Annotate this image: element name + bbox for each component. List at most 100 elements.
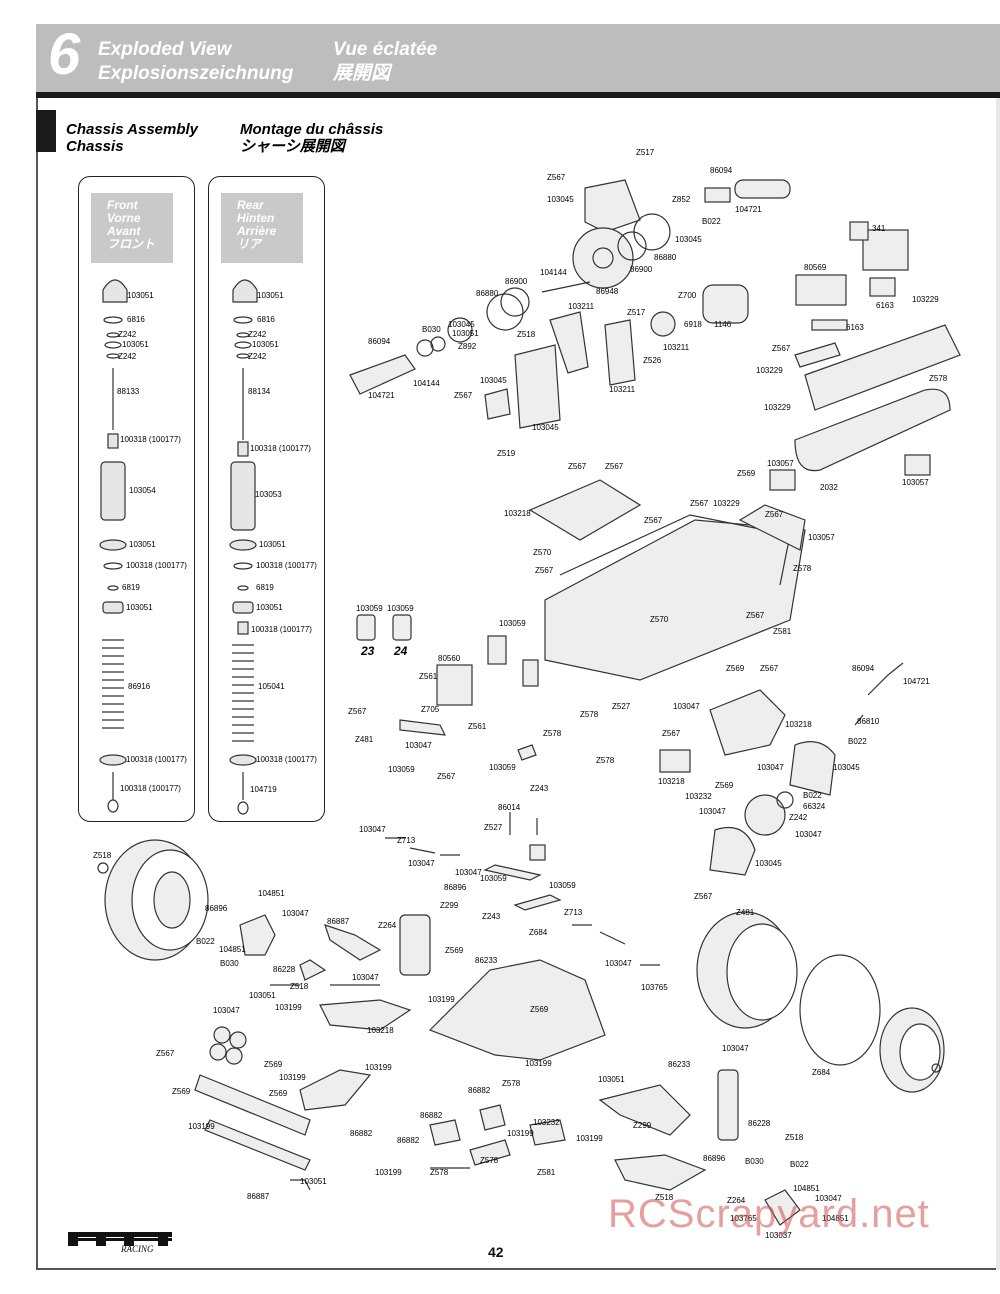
part-label: 103211 — [609, 385, 636, 394]
part-label: 103045 — [547, 195, 574, 204]
subheader-jp: シャーシ展開図 — [240, 138, 345, 155]
part-label: Z243 — [530, 784, 549, 793]
part-label: 103045 — [532, 423, 559, 432]
part-label: 86887 — [327, 917, 350, 926]
watermark: RCScrapyard.net — [608, 1192, 930, 1236]
part-label: Z264 — [378, 921, 397, 930]
subheader-bar — [36, 110, 56, 152]
part-label: 103211 — [663, 343, 690, 352]
part-label: Z518 — [290, 982, 309, 991]
rear-label-en: Rear — [237, 198, 264, 212]
part-label: 103045 — [480, 376, 507, 385]
part-label: Z852 — [672, 195, 691, 204]
rear-shock-drawing — [229, 279, 258, 815]
rear-label-de: Hinten — [237, 211, 275, 225]
part-label: B030 — [745, 1157, 764, 1166]
part-label: Z518 — [655, 1193, 674, 1202]
part-label: Z243 — [482, 912, 501, 921]
part-label: 103059 — [356, 604, 383, 613]
part-label: Z567 — [156, 1049, 175, 1058]
part-label: Z561 — [468, 722, 487, 731]
part-label: B022 — [196, 937, 215, 946]
page-edge — [996, 24, 1000, 1270]
front-part-label: 6816 — [127, 315, 145, 324]
part-label: Z567 — [437, 772, 456, 781]
part-label: 86882 — [420, 1111, 443, 1120]
front-part-label: Z242 — [118, 330, 137, 339]
front-part-label: 6819 — [122, 583, 140, 592]
front-panel-label: Front Vorne Avant フロント — [91, 193, 173, 263]
front-part-label: 103054 — [129, 486, 156, 495]
part-label: 86948 — [596, 287, 619, 296]
rear-part-label: 104719 — [250, 785, 277, 794]
part-label: 103047 — [405, 741, 432, 750]
rear-label-jp: リア — [237, 237, 262, 251]
front-shock-drawing — [99, 279, 128, 813]
part-label: 103218 — [504, 509, 531, 518]
part-label: 103229 — [912, 295, 939, 304]
part-label: 86896 — [205, 904, 228, 913]
part-label: Z713 — [397, 836, 416, 845]
part-label: Z517 — [636, 148, 655, 157]
title-fr: Vue éclatée — [333, 39, 438, 60]
part-label: B022 — [803, 791, 822, 800]
front-part-label: Z242 — [118, 352, 137, 361]
part-label: 103232 — [533, 1118, 560, 1127]
part-label: 103037 — [765, 1231, 792, 1240]
front-label-fr: Avant — [107, 224, 141, 238]
part-label: Z569 — [445, 946, 464, 955]
rear-part-label: 100318 (100177) — [251, 625, 312, 634]
part-label: B030 — [220, 959, 239, 968]
front-part-label: 103051 — [129, 540, 156, 549]
rear-part-label: 103051 — [256, 603, 283, 612]
part-label: Z578 — [543, 729, 562, 738]
part-label: Z700 — [678, 291, 697, 300]
part-label: Z517 — [627, 308, 646, 317]
part-label: Z561 — [419, 672, 438, 681]
title-de: Explosionszeichnung — [98, 63, 294, 84]
part-label: 104721 — [903, 677, 930, 686]
section-number: 6 — [48, 22, 81, 87]
part-label: 103199 — [375, 1168, 402, 1177]
part-label: 103059 — [480, 874, 507, 883]
servo-drawing — [356, 614, 539, 761]
part-label: 103047 — [282, 909, 309, 918]
page-number: 42 — [488, 1244, 504, 1260]
rear-part-label: 6816 — [257, 315, 275, 324]
part-label: Z578 — [793, 564, 812, 573]
part-label: 103051 — [452, 329, 479, 338]
subheader-de: Chassis — [66, 138, 124, 155]
part-label: Z264 — [727, 1196, 746, 1205]
part-label: 104721 — [735, 205, 762, 214]
part-label: 103199 — [188, 1122, 215, 1131]
part-label: Z567 — [568, 462, 587, 471]
part-label: 103057 — [808, 533, 835, 542]
page-frame — [36, 24, 1000, 1270]
part-label: Z527 — [612, 702, 631, 711]
section-banner — [36, 24, 1000, 98]
part-label: Z570 — [650, 615, 669, 624]
part-label: 103059 — [499, 619, 526, 628]
rear-part-label: 103053 — [255, 490, 282, 499]
part-label: 104851 — [258, 889, 285, 898]
front-part-label: 103051 — [126, 603, 153, 612]
part-label: 103047 — [352, 973, 379, 982]
part-label: Z578 — [929, 374, 948, 383]
rear-label-fr: Arrière — [237, 224, 277, 238]
part-label: Z581 — [773, 627, 792, 636]
part-label: 103047 — [673, 702, 700, 711]
rear-shock-panel: Rear Hinten Arrière リア — [208, 176, 325, 822]
chassis-drawing — [528, 479, 806, 681]
part-label: 86233 — [475, 956, 498, 965]
part-label: 103218 — [658, 777, 685, 786]
part-label: 103199 — [507, 1129, 534, 1138]
part-label: 103047 — [699, 807, 726, 816]
front-label-jp: フロント — [107, 237, 156, 251]
part-label: 103229 — [764, 403, 791, 412]
part-label: 86887 — [247, 1192, 270, 1201]
part-label: 86900 — [505, 277, 528, 286]
part-label: 103047 — [795, 830, 822, 839]
part-label: 103045 — [675, 235, 702, 244]
front-shock-panel: Front Vorne Avant フロント — [78, 176, 195, 822]
